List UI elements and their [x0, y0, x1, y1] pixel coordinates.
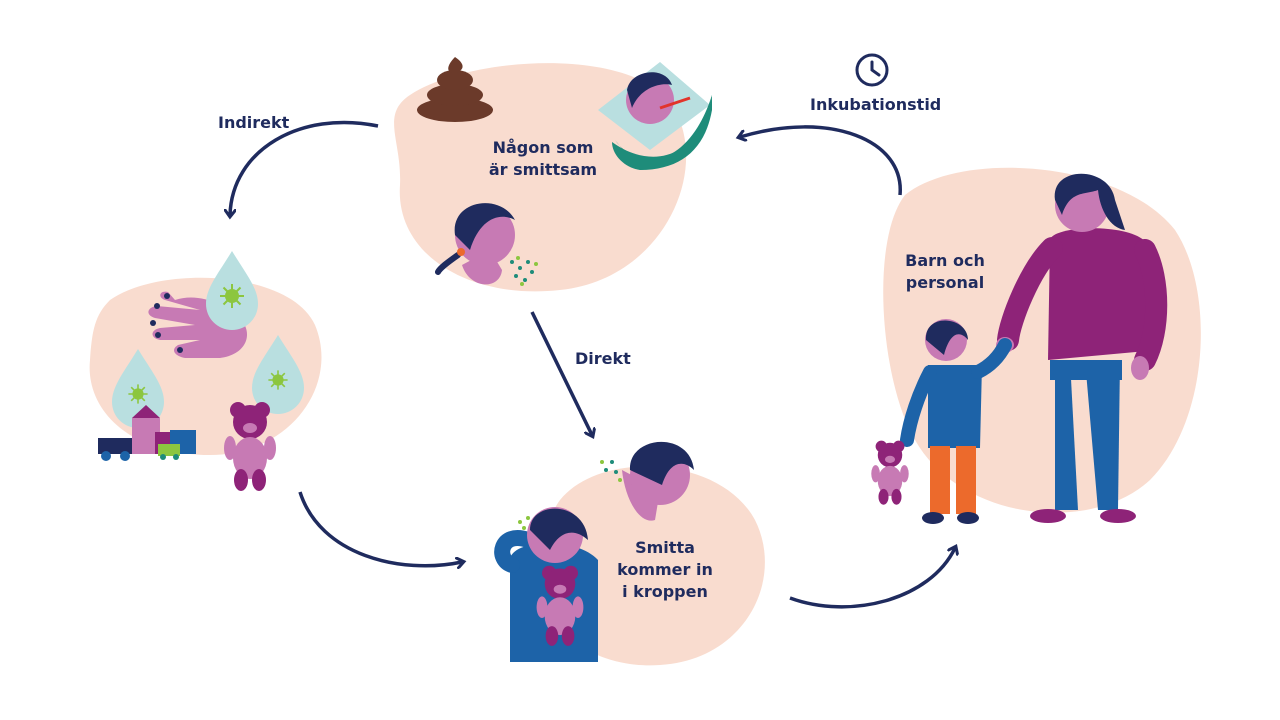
- label-direct: Direkt: [575, 349, 631, 368]
- label-body-line1: Smitta: [635, 538, 695, 557]
- clock-icon: [855, 53, 889, 87]
- label-indirect: Indirekt: [218, 113, 290, 132]
- toy-blocks-icon: [98, 405, 196, 461]
- arrow-body-to-people: [789, 548, 955, 609]
- child-touching-face-icon: [494, 441, 694, 662]
- adult-and-child-icon: [871, 173, 1168, 524]
- virus-droplet-icon: [206, 251, 258, 330]
- sick-child-in-bed-icon: [598, 62, 712, 170]
- label-body-line2: kommer in: [617, 560, 713, 579]
- label-infectious-person-line1: Någon som: [492, 138, 594, 157]
- label-people-line2: personal: [905, 273, 985, 292]
- label-people-line1: Barn och: [905, 251, 985, 270]
- arrow-surfaces-to-body: [298, 491, 462, 566]
- label-infection-enters-body: Smitta kommer in i kroppen: [610, 537, 720, 603]
- arrow-incubation: [740, 125, 902, 196]
- blob-body: [543, 466, 765, 666]
- arrow-indirect: [230, 120, 379, 215]
- label-incubation: Inkubationstid: [810, 95, 942, 114]
- arrow-direct: [530, 311, 592, 435]
- label-infectious-person: Någon som är smittsam: [478, 137, 608, 181]
- label-infectious-person-line2: är smittsam: [488, 160, 598, 179]
- label-children-and-staff: Barn och personal: [905, 250, 985, 294]
- label-body-line3: i kroppen: [622, 582, 708, 601]
- sneezing-child-icon: [435, 203, 538, 286]
- poop-icon: [417, 57, 493, 122]
